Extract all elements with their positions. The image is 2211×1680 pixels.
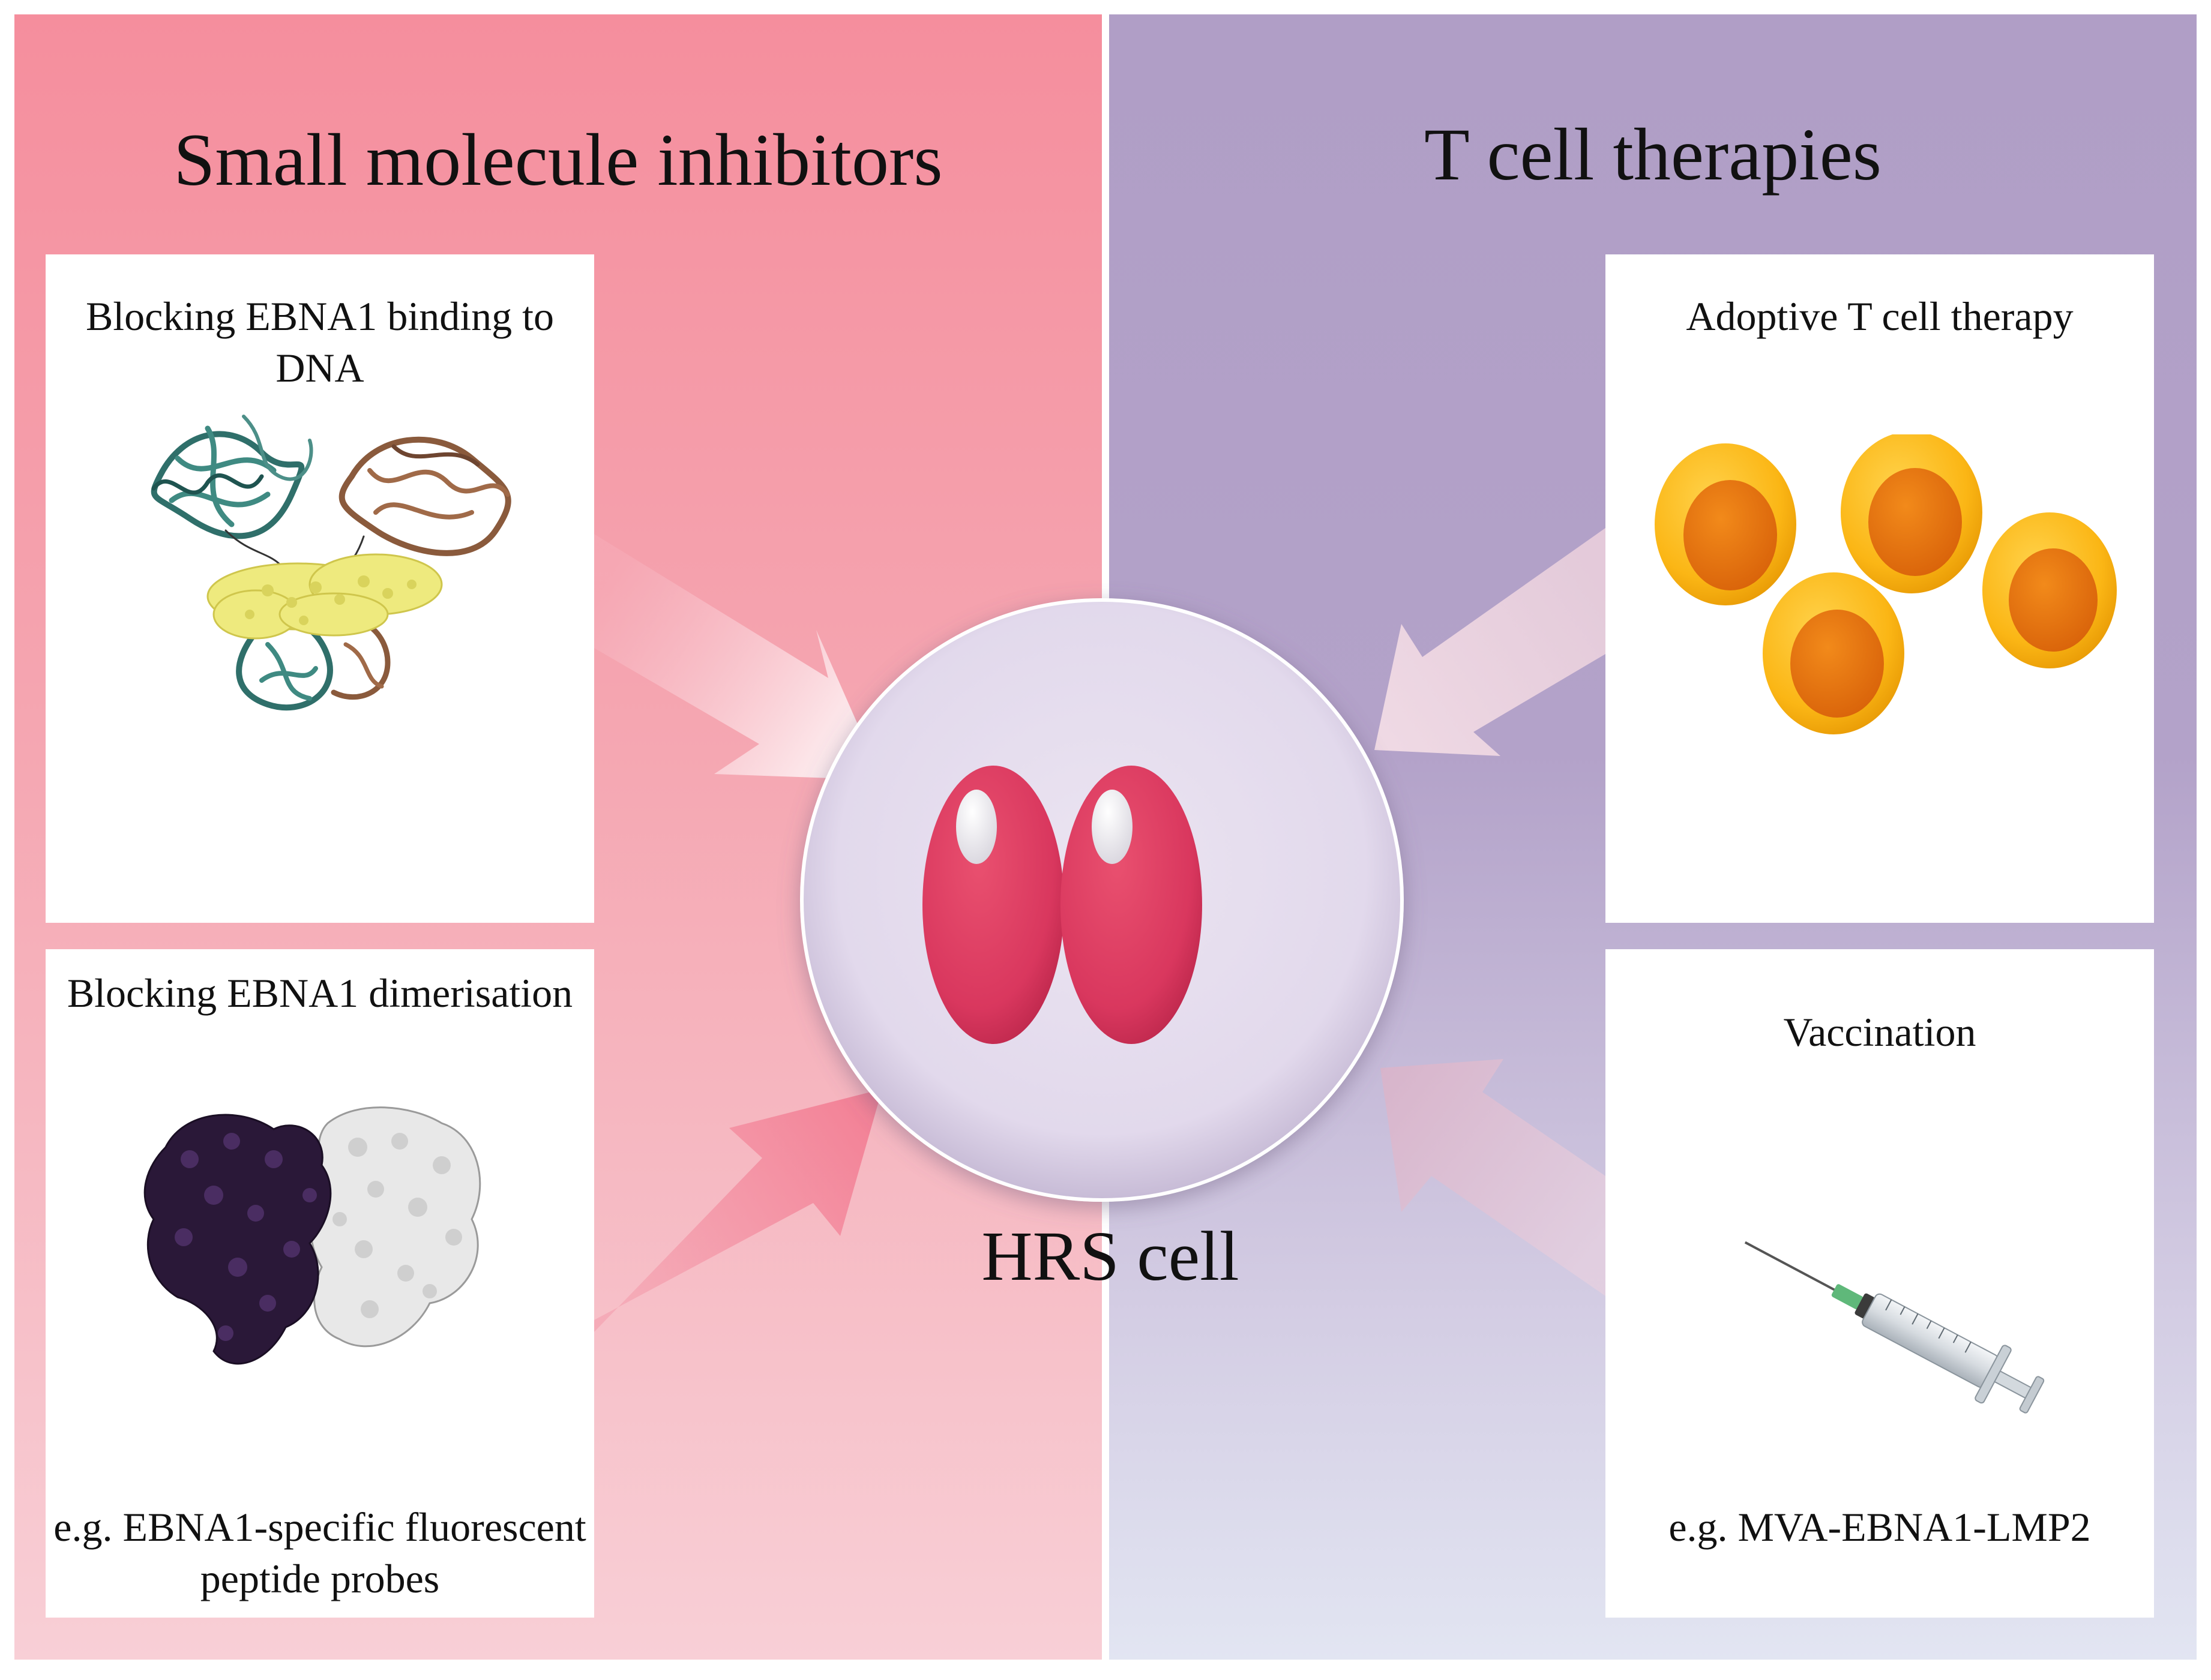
box-label-adoptive-t-cell: Adoptive T cell therapy — [1686, 293, 2074, 339]
box-blocking-dna-binding: Blocking EBNA1 binding to DNA — [46, 254, 594, 923]
t-cell-3 — [1982, 512, 2117, 668]
box-label-vaccination: Vaccination — [1783, 1009, 1976, 1055]
nucleus-right — [1060, 766, 1202, 1044]
box-label-dimerisation: Blocking EBNA1 dimerisation — [67, 970, 573, 1016]
protein-dimer-surface-icon — [143, 1106, 481, 1365]
syringe-icon — [1744, 1241, 2045, 1414]
box-caption-mva-vaccine: e.g. MVA-EBNA1-LMP2 — [1668, 1504, 2091, 1550]
t-cell-4 — [1763, 572, 1904, 734]
t-cell-icon — [1655, 434, 2117, 734]
box-adoptive-t-cell: Adoptive T cell therapy — [1605, 254, 2154, 923]
arrow-top-left — [594, 534, 882, 780]
t-cell-2 — [1841, 434, 1982, 593]
nucleolus-left — [956, 790, 997, 864]
arrow-top-right — [1374, 528, 1605, 756]
hrs-cell-label: HRS cell — [981, 1217, 1239, 1295]
nucleus-left — [922, 766, 1064, 1044]
box-vaccination: Vaccination — [1605, 949, 2154, 1618]
arrow-bottom-left — [594, 1089, 882, 1332]
box-label-dna-binding: Blocking EBNA1 binding to DNA — [85, 293, 555, 391]
small-molecule-title: Small molecule inhibitors — [173, 119, 943, 201]
t-cell-1 — [1655, 443, 1796, 605]
arrow-bottom-right — [1380, 1059, 1605, 1296]
t-cell-therapies-title: T cell therapies — [1424, 113, 1882, 196]
nucleolus-right — [1092, 790, 1133, 864]
box-blocking-dimerisation: Blocking EBNA1 dimerisation — [46, 949, 594, 1618]
box-caption-peptide-probes: e.g. EBNA1-specific fluorescent peptide … — [53, 1504, 586, 1601]
protein-dna-complex-icon — [151, 415, 511, 711]
